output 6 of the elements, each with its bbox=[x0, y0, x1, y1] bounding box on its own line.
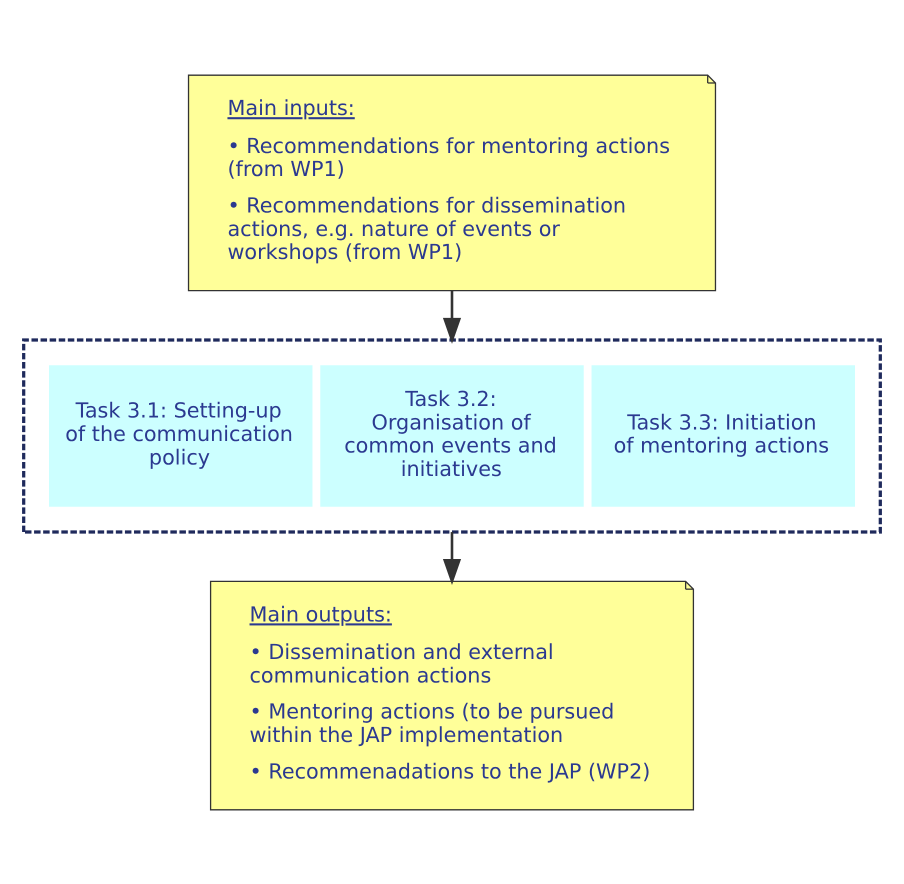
node-box: Task 3.1: Setting-up of the communication policy bbox=[49, 364, 312, 506]
arrow bbox=[442, 532, 462, 584]
node-box: Task 3.2: Organisation of common events and initiatives bbox=[320, 364, 584, 506]
cluster bbox=[22, 338, 882, 534]
arrow bbox=[442, 290, 462, 344]
node-box: Task 3.3: Initiation of mentoring actions bbox=[592, 364, 855, 506]
